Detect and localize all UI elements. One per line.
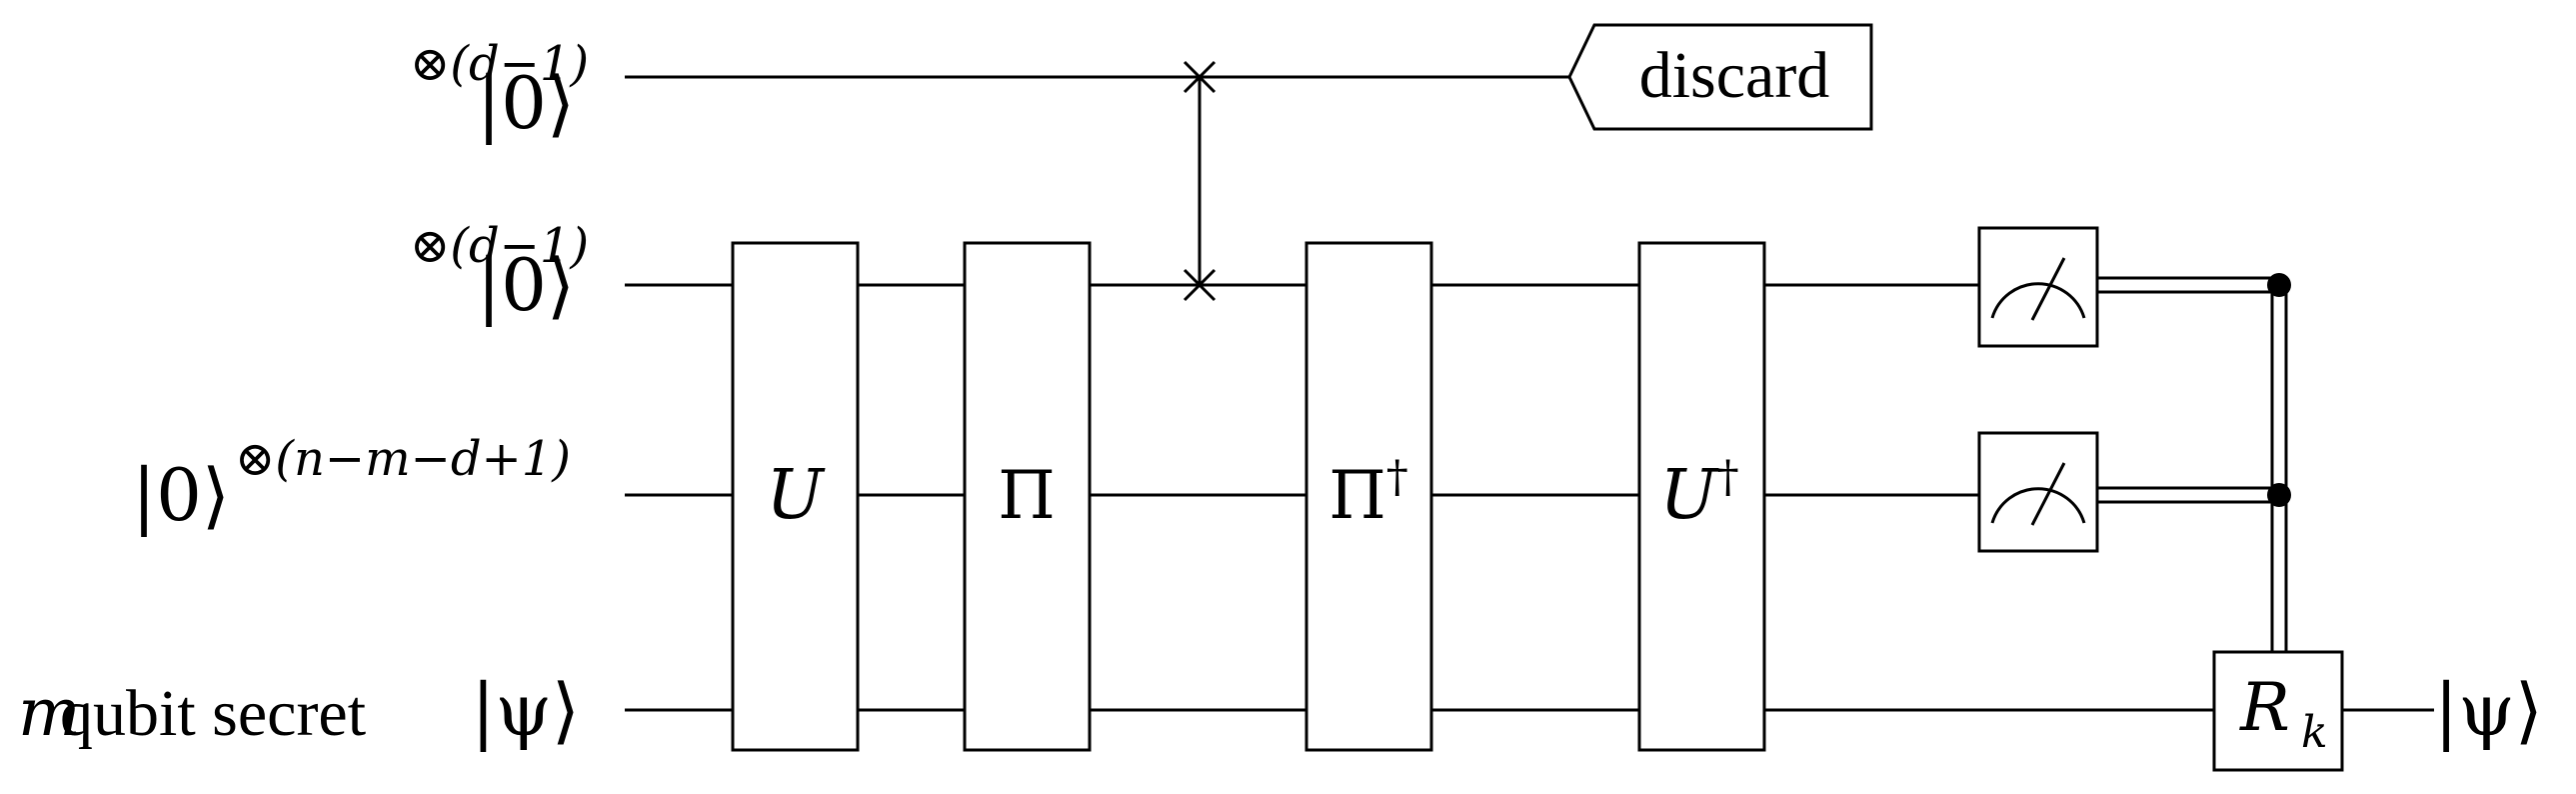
gate-pi-dagger-label: Π† <box>1328 452 1408 534</box>
tensor-power-label: ⊗(n−m−d+1) <box>235 431 571 487</box>
ket-label: |0⟩ <box>132 453 230 537</box>
gate-recovery: R k <box>2212 650 2344 772</box>
gate-pi-dagger: Π† <box>1304 241 1433 752</box>
meter-icon <box>1990 487 2086 524</box>
secret-description-label: qubit secret <box>60 677 366 750</box>
discard-label: discard <box>1639 39 1830 112</box>
gate-u-label: U <box>766 456 826 535</box>
gate-recovery-label: R <box>2239 669 2290 746</box>
control-dot-2 <box>2267 483 2291 507</box>
gate-pi-label: Π <box>998 457 1056 534</box>
swap-cross-top <box>1183 60 1217 94</box>
tensor-power-label: ⊗(d−1) <box>410 218 589 274</box>
classical-wire-1 <box>2097 276 2279 294</box>
gate-u-dagger: U† <box>1637 241 1766 752</box>
secret-size-label: m <box>18 674 81 751</box>
measurement-register-2 <box>1977 431 2099 553</box>
ket-label: |ψ⟩ <box>471 668 580 752</box>
swap-gate <box>1183 60 1217 302</box>
output-label: |ψ⟩ <box>2434 668 2543 752</box>
gate-recovery-subscript: k <box>2301 707 2328 758</box>
classical-control-line <box>2270 285 2288 652</box>
input-label-ancilla-top: |0⟩ ⊗(d−1) <box>410 36 589 145</box>
swap-cross-bottom <box>1183 268 1217 302</box>
ket-label: |0⟩ <box>477 61 575 145</box>
control-dot-1 <box>2267 273 2291 297</box>
classical-wire-2 <box>2097 486 2279 504</box>
meter-icon <box>1990 282 2086 319</box>
tensor-power-label: ⊗(d−1) <box>410 36 589 92</box>
gate-u: U <box>731 241 860 752</box>
input-label-register-1: |0⟩ ⊗(d−1) <box>410 218 589 327</box>
input-label-register-2: |0⟩ ⊗(n−m−d+1) <box>132 431 571 537</box>
ket-label: |0⟩ <box>477 243 575 327</box>
discard-terminal: discard <box>1567 23 1873 131</box>
input-label-secret: m qubit secret |ψ⟩ <box>18 668 580 752</box>
measurement-register-1 <box>1977 226 2099 348</box>
gate-pi: Π <box>963 241 1092 752</box>
gate-u-dagger-label: U† <box>1659 452 1738 535</box>
